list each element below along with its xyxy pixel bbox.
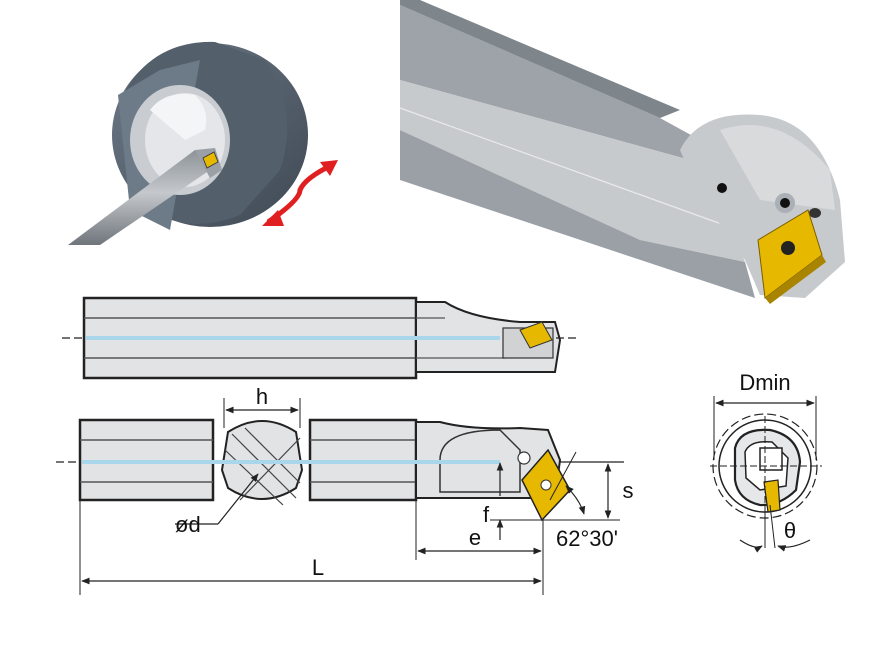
insert-small <box>202 151 219 169</box>
boring-bar-small <box>68 150 210 245</box>
clamp-screw-icon <box>780 198 790 208</box>
angle-label: 62°30' <box>556 526 618 551</box>
dim-d-label: ød <box>175 512 201 537</box>
dim-dmin-label: Dmin <box>739 370 790 395</box>
dim-h-label: h <box>256 384 268 409</box>
dim-e-label: e <box>469 525 481 550</box>
insert-end-view <box>763 479 781 513</box>
screw-hole <box>717 183 727 193</box>
side-view-bar <box>62 296 580 380</box>
dim-f-label: f <box>483 502 490 527</box>
dmin-end-view: Dmin θ <box>710 370 822 553</box>
dim-s-label: s <box>623 478 634 503</box>
insert-side <box>519 321 553 349</box>
bar-side-face <box>400 80 745 262</box>
double-arrow-icon <box>262 160 338 226</box>
bar-closeup <box>399 0 877 304</box>
top-view-bar: h ød L e f s 62°30' <box>56 384 634 595</box>
bar-top-face <box>400 5 700 160</box>
dim-theta-label: θ <box>784 518 796 543</box>
dim-L-label: L <box>312 555 324 580</box>
boring-illustration <box>68 41 338 245</box>
